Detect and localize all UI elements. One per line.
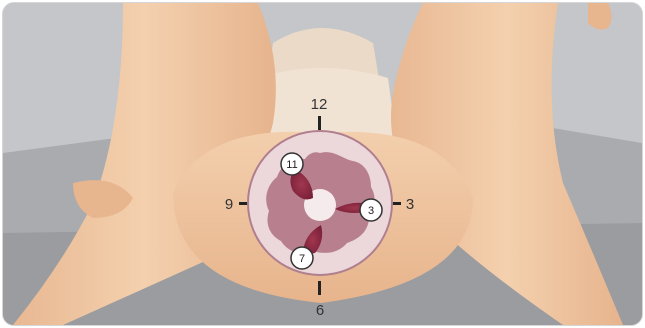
badge-3-label: 3 [368, 205, 374, 217]
anal-canal-view: 11 3 7 [248, 131, 392, 275]
label-12: 12 [311, 96, 328, 113]
label-6: 6 [316, 302, 324, 319]
badge-7-label: 7 [299, 253, 305, 265]
badge-11: 11 [281, 153, 303, 175]
label-9: 9 [225, 196, 233, 213]
badge-11-label: 11 [286, 159, 297, 171]
right-foot [588, 3, 612, 30]
anatomy-illustration: 12 3 6 9 11 3 7 [3, 3, 642, 325]
tick-12 [318, 116, 321, 130]
label-3: 3 [406, 196, 414, 213]
badge-7: 7 [291, 247, 313, 269]
badge-3: 3 [360, 199, 382, 221]
tick-6 [318, 281, 321, 295]
